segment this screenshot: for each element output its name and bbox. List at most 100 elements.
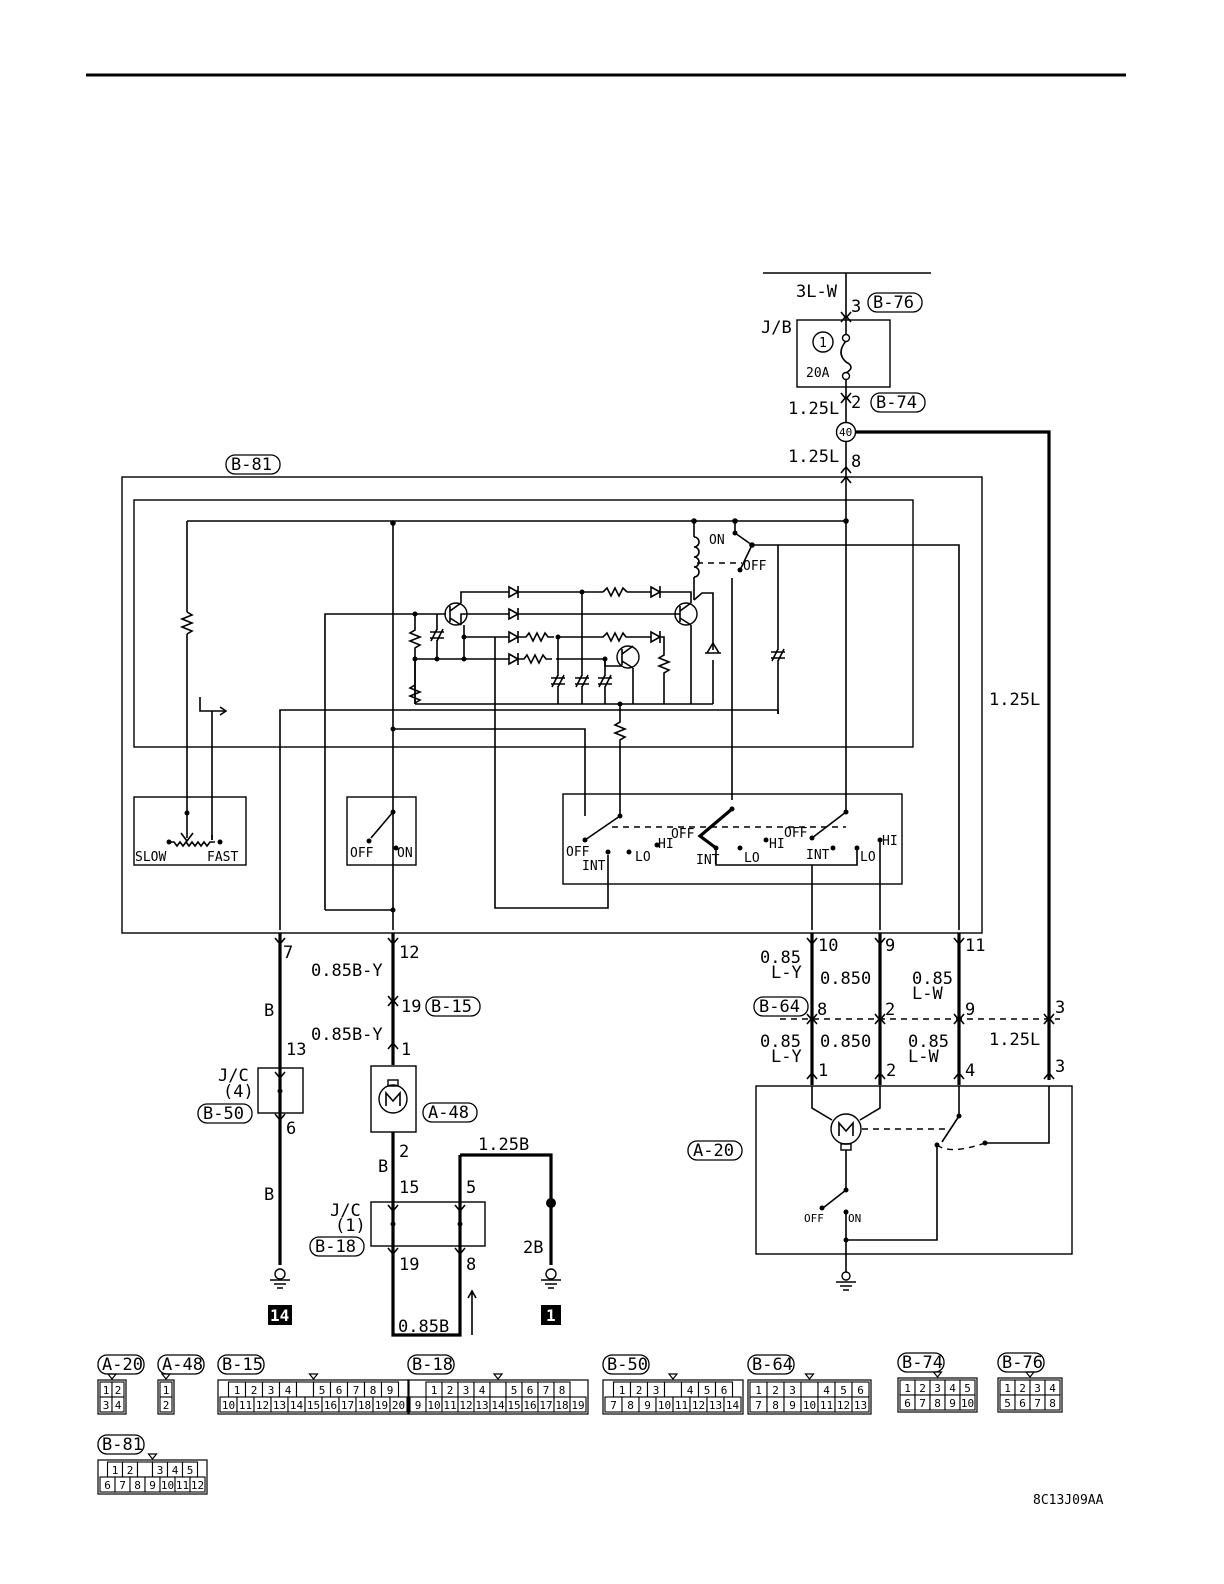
svg-text:2: 2	[163, 1399, 170, 1412]
svg-text:12: 12	[459, 1399, 472, 1412]
svg-text:INT: INT	[582, 859, 606, 874]
svg-text:6: 6	[1019, 1397, 1026, 1410]
supply-pin: 3	[851, 297, 861, 317]
svg-text:2: 2	[115, 1384, 122, 1397]
svg-text:13: 13	[475, 1399, 488, 1412]
ground-1: 1	[541, 1268, 561, 1325]
wiper-switch-labels: OFF INT LO HI OFF INT LO HI OFF INT LO H…	[566, 826, 898, 874]
svg-text:16: 16	[523, 1399, 536, 1412]
pin-1: 1	[401, 1040, 411, 1060]
svg-text:15: 15	[507, 1399, 520, 1412]
jb-out-wire: 1.25L	[788, 399, 839, 419]
svg-text:5: 5	[840, 1384, 847, 1397]
jc1-line1: J/C	[330, 1201, 361, 1221]
pin-9b: 9	[965, 1000, 975, 1020]
svg-text:2: 2	[919, 1382, 926, 1395]
svg-text:8: 8	[627, 1399, 634, 1412]
svg-text:5: 5	[704, 1384, 711, 1397]
svg-text:B-50: B-50	[607, 1355, 648, 1375]
svg-text:B-64: B-64	[759, 997, 800, 1017]
pin-8b: 8	[817, 1000, 827, 1020]
speed-fast-label: FAST	[207, 850, 238, 865]
svg-text:13: 13	[854, 1399, 867, 1412]
svg-text:B-64: B-64	[752, 1355, 793, 1375]
relay-off-label: OFF	[743, 559, 767, 574]
svg-text:14: 14	[726, 1399, 740, 1412]
svg-text:7: 7	[610, 1399, 617, 1412]
wiper-control-unit	[121, 476, 983, 934]
svg-text:LO: LO	[860, 850, 876, 865]
svg-text:5: 5	[319, 1384, 326, 1397]
pin-2: 2	[399, 1142, 409, 1162]
svg-text:12: 12	[692, 1399, 705, 1412]
svg-text:7: 7	[755, 1399, 762, 1412]
speed-slow-label: SLOW	[135, 850, 166, 865]
motor-on-label: ON	[848, 1212, 861, 1225]
svg-text:A-48: A-48	[162, 1355, 203, 1375]
pin-10: 10	[818, 936, 838, 956]
motor-off-label: OFF	[804, 1212, 824, 1225]
svg-text:3: 3	[157, 1464, 164, 1477]
wire-b-3: B	[378, 1157, 388, 1177]
svg-text:3: 3	[1034, 1382, 1041, 1395]
svg-text:10: 10	[222, 1399, 235, 1412]
svg-text:11: 11	[675, 1399, 688, 1412]
svg-text:5: 5	[187, 1464, 194, 1477]
svg-text:9: 9	[415, 1399, 422, 1412]
pin-5: 5	[466, 1178, 476, 1198]
svg-text:1: 1	[619, 1384, 626, 1397]
svg-text:3: 3	[268, 1384, 275, 1397]
wire-by-1: 0.85B-Y	[311, 961, 383, 981]
svg-text:B-76: B-76	[1002, 1353, 1043, 1373]
svg-text:19: 19	[375, 1399, 388, 1412]
svg-text:5: 5	[1004, 1397, 1011, 1410]
washer-off-label: OFF	[350, 846, 374, 861]
wire-ly-top2: L-Y	[771, 963, 802, 983]
svg-text:14: 14	[270, 1306, 289, 1325]
svg-text:17: 17	[341, 1399, 354, 1412]
pin-12: 12	[399, 943, 419, 963]
svg-text:B-15: B-15	[222, 1355, 263, 1375]
svg-text:4: 4	[479, 1384, 486, 1397]
washer-on-label: ON	[397, 846, 413, 861]
svg-text:1: 1	[546, 1306, 556, 1325]
svg-text:4: 4	[687, 1384, 694, 1397]
splice-40	[835, 421, 857, 443]
svg-text:5: 5	[964, 1382, 971, 1395]
wiper-switch	[562, 793, 903, 885]
svg-text:12: 12	[837, 1399, 850, 1412]
svg-text:2: 2	[772, 1384, 779, 1397]
svg-text:12: 12	[256, 1399, 269, 1412]
svg-text:1: 1	[431, 1384, 438, 1397]
right-feed-wire: 1.25L	[989, 690, 1040, 710]
motor-pin-3: 3	[1055, 1057, 1065, 1077]
svg-text:OFF: OFF	[566, 845, 590, 860]
intermittent-relay-module	[133, 499, 914, 748]
svg-text:3: 3	[934, 1382, 941, 1395]
svg-text:4: 4	[115, 1399, 122, 1412]
wire-lw-bot: 0.85	[908, 1032, 949, 1052]
fuse-number-badge	[812, 331, 834, 353]
svg-text:1: 1	[234, 1384, 241, 1397]
svg-text:10: 10	[161, 1479, 174, 1492]
svg-text:HI: HI	[769, 837, 785, 852]
svg-text:4: 4	[949, 1382, 956, 1395]
svg-text:B-81: B-81	[231, 455, 272, 475]
svg-text:2: 2	[636, 1384, 643, 1397]
svg-text:19: 19	[571, 1399, 584, 1412]
fuse-symbol	[840, 333, 852, 381]
svg-text:10: 10	[803, 1399, 816, 1412]
wire-ly-bot: 0.85	[760, 1032, 801, 1052]
svg-text:4: 4	[172, 1464, 179, 1477]
svg-text:B-81: B-81	[102, 1435, 143, 1455]
svg-text:B-74: B-74	[876, 393, 917, 413]
fuse-rating: 20A	[806, 366, 830, 381]
speed-adjuster	[133, 796, 247, 866]
pin-19: 19	[401, 997, 421, 1017]
